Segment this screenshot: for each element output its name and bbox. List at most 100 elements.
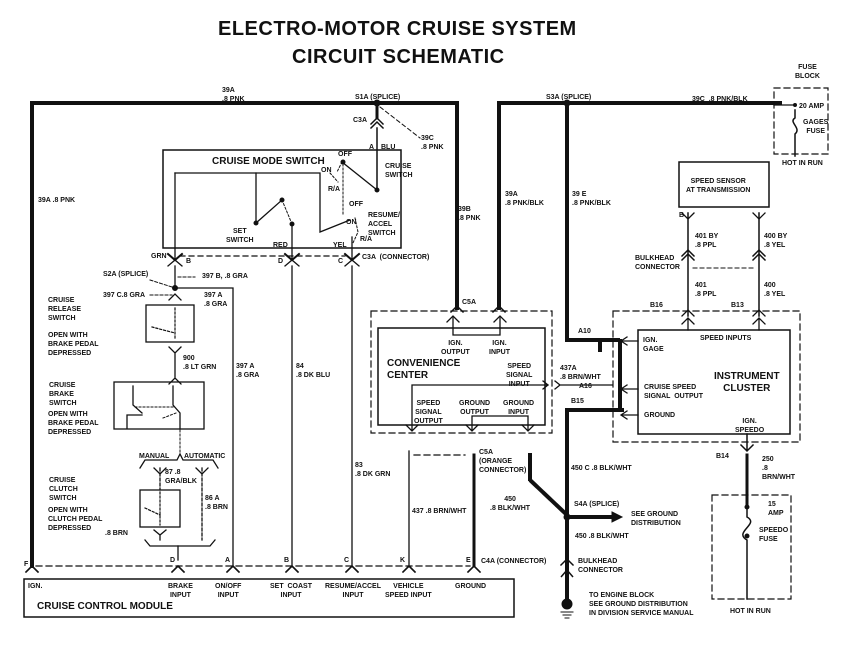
wire-label-39c-pnk: 39C .8 PNK — [421, 135, 444, 151]
label-cruise-switch: CRUISE SWITCH — [385, 163, 413, 179]
fuse-block-name: FUSE BLOCK — [795, 64, 820, 80]
label-ign-input: IGN. INPUT — [489, 340, 510, 356]
cruise-mode-switch-title: CRUISE MODE SWITCH — [212, 156, 325, 167]
brake-switch-note: OPEN WITH BRAKE PEDAL DEPRESSED — [48, 411, 99, 436]
wire-label-450-lower: 450 .8 BLK/WHT — [575, 533, 629, 540]
wire-label-39a-pnkblk: 39A .8 PNK/BLK — [505, 191, 544, 207]
splice-label-s3a: S3A (SPLICE) — [546, 94, 592, 101]
speedo-fuse-label: SPEEDO FUSE — [759, 527, 789, 543]
splice-label-s1a: S1A (SPLICE) — [355, 94, 401, 101]
cruise-control-module-box — [23, 578, 515, 618]
wire-39e — [565, 101, 602, 352]
label-speed-signal-output: SPEED SIGNAL OUTPUT — [414, 400, 443, 425]
label-cluster-ground: GROUND — [644, 412, 676, 419]
pin-label-b14: B14 — [716, 453, 729, 460]
module-label-set-coast: SET COAST INPUT — [270, 583, 313, 599]
pin-label-d2: D — [170, 557, 176, 564]
label-off-1: OFF — [338, 151, 352, 158]
connector-label-c5a-orange: C5A (ORANGE CONNECTOR) — [479, 449, 527, 474]
instrument-cluster-name: INSTRUMENT CLUSTER — [714, 371, 780, 394]
module-label-resume-accel: RESUME/ACCEL INPUT — [325, 583, 382, 599]
pin-label-e: E — [466, 557, 471, 564]
connector-label-c3a-top: C3A — [353, 117, 368, 124]
pin-label-f: F — [24, 561, 29, 568]
wire-label-86a: 86 A .8 BRN — [205, 495, 228, 511]
pin-label-c2: C — [344, 557, 350, 564]
cruise-brake-switch-box — [113, 381, 205, 430]
wire-label-39e: 39 E .8 PNK/BLK — [572, 191, 611, 207]
label-speed-signal-input: SPEED SIGNAL INPUT — [506, 363, 533, 388]
wire-label-401by: 401 BY .8 PPL — [695, 233, 719, 249]
speed-sensor-name: SPEED SENSOR AT TRANSMISSION — [686, 178, 751, 194]
pin-label-b16: B16 — [650, 302, 663, 309]
label-off-2: OFF — [349, 201, 363, 208]
connector-label-c5a-top: C5A — [462, 299, 477, 306]
wire-label-900: 900 .8 LT GRN — [183, 355, 217, 371]
label-speed-inputs: SPEED INPUTS — [700, 335, 752, 342]
label-automatic: AUTOMATIC — [184, 453, 226, 460]
convenience-center-box — [377, 327, 546, 426]
title-line-2: CIRCUIT SCHEMATIC — [292, 46, 505, 68]
splice-s4a — [563, 513, 571, 521]
leader-39c — [379, 106, 421, 139]
speedo-fuse-amp: 15 AMP — [768, 501, 784, 517]
module-label-vehicle-speed: VEHICLE SPEED INPUT — [385, 583, 432, 599]
pin-label-b13: B13 — [731, 302, 744, 309]
wire-label-39a-left: 39A .8 PNK — [38, 197, 76, 204]
label-on-2: ON — [346, 219, 357, 226]
wire-label-397c: 397 C.8 GRA — [103, 292, 146, 299]
pin-label-a10: A10 — [578, 328, 591, 335]
fuse-block-hot-in-run: HOT IN RUN — [782, 160, 823, 167]
pin-label-b2: B — [284, 557, 290, 564]
wire-label-87: 87 .8 GRA/BLK — [165, 469, 197, 485]
label-ground-input: GROUND INPUT — [503, 400, 535, 416]
module-label-ground: GROUND — [455, 583, 487, 590]
wire-label-blu: BLU — [381, 144, 396, 151]
wire-label-450: 450 .8 BLK/WHT — [490, 496, 531, 512]
instrument-cluster-outer — [612, 310, 801, 443]
cruise-control-module-name: CRUISE CONTROL MODULE — [37, 601, 173, 612]
instrument-cluster-box — [637, 329, 791, 435]
wire-label-red: RED — [273, 242, 288, 249]
release-switch-name: CRUISE RELEASE SWITCH — [48, 297, 82, 322]
wire-label-400by: 400 BY .8 YEL — [764, 233, 788, 249]
pin-label-d: D — [278, 258, 284, 265]
label-manual: MANUAL — [139, 453, 170, 460]
bulkhead-connector-upper — [680, 248, 767, 262]
wire-label-397a-2: 397 A .8 GRA — [236, 363, 260, 379]
label-set-switch: SET SWITCH — [226, 228, 254, 244]
wire-label-250: 250 .8 BRN/WHT — [762, 456, 796, 481]
label-resume-accel-switch: RESUME/ ACCEL SWITCH — [368, 212, 400, 237]
wire-label-84: 84 .8 DK BLU — [296, 363, 331, 379]
connector-label-c3a: C3A (CONNECTOR) — [362, 254, 430, 261]
label-ign-output: IGN. OUTPUT — [441, 340, 470, 356]
wire-label-39c-pnkblk: 39C .8 PNK/BLK — [692, 96, 748, 103]
convenience-center-outer — [370, 310, 553, 434]
wire-label-397a-1: 397 A .8 GRA — [204, 292, 228, 308]
wire-label-437a: 437A .8 BRN/WHT — [560, 365, 601, 381]
label-ra-1: R/A — [328, 186, 341, 193]
wire-label-400: 400 .8 YEL — [764, 282, 786, 298]
label-ground-output: GROUND OUTPUT — [459, 400, 491, 416]
brake-switch-name: CRUISE BRAKE SWITCH — [49, 382, 77, 407]
pin-label-a: A — [369, 144, 375, 151]
clutch-switch-name: CRUISE CLUTCH SWITCH — [49, 477, 78, 502]
title-line-1: ELECTRO-MOTOR CRUISE SYSTEM — [218, 18, 577, 40]
label-ign-speedo: IGN. SPEEDO — [735, 418, 765, 434]
cruise-clutch-switch-box — [139, 489, 181, 528]
speedo-fuse-hot-in-run: HOT IN RUN — [730, 608, 771, 615]
pin-label-b-sensor: B — [679, 212, 685, 219]
speedo-fuse-box — [711, 494, 792, 600]
label-on-1: ON — [321, 167, 332, 174]
wire-39a-pnk — [30, 101, 459, 568]
wire-label-grn: GRN — [151, 253, 167, 260]
bulkhead-connector-lower-label: BULKHEAD CONNECTOR — [578, 558, 623, 574]
wire-label-39b: 39B .8 PNK — [458, 206, 481, 222]
bulkhead-connector-lower — [559, 557, 575, 578]
label-ra-2: R/A — [360, 236, 373, 243]
connector-c3a-top — [369, 116, 385, 130]
clutch-switch-note: OPEN WITH CLUTCH PEDAL DEPRESSED — [48, 507, 103, 532]
wire-label-437: 437 .8 BRN/WHT — [412, 508, 467, 515]
bulkhead-connector-upper-label: BULKHEAD CONNECTOR — [635, 255, 680, 271]
